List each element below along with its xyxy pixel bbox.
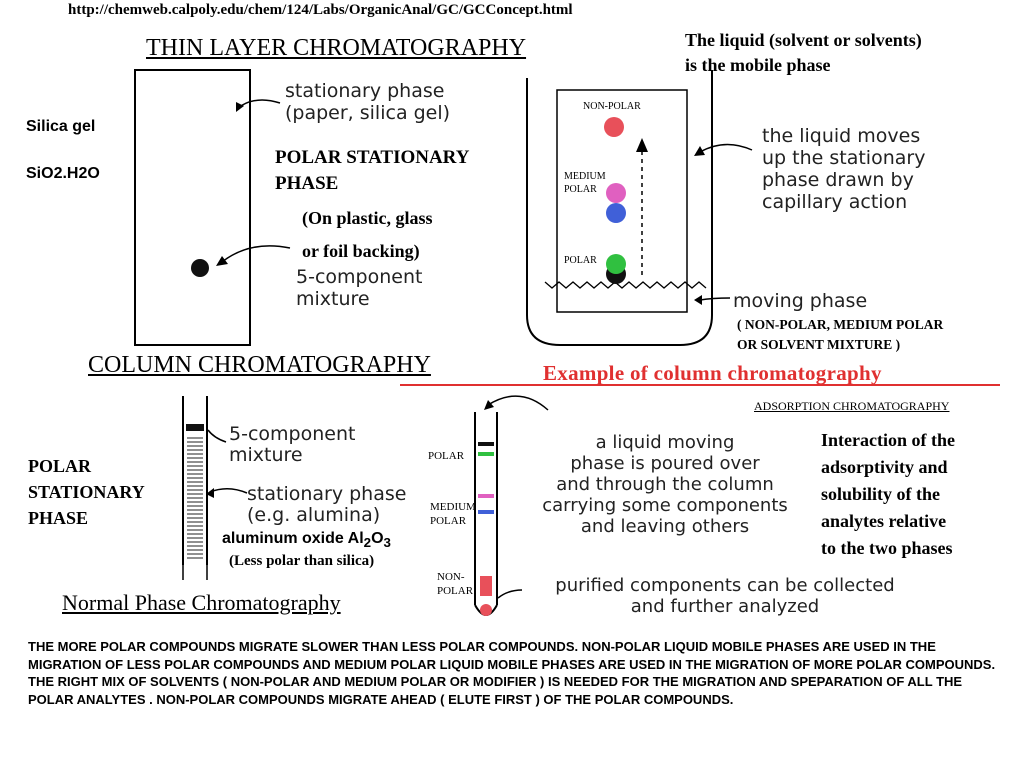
alumina-sub-2: 2 — [363, 535, 372, 551]
liquid-poured-label: a liquid moving phase is poured over and… — [542, 432, 788, 537]
band-nonpolar-red — [480, 576, 492, 596]
normal-phase-title: Normal Phase Chromatography — [62, 590, 341, 615]
silica-gel-label: Silica gel — [26, 118, 96, 135]
alumina-text: aluminum oxide Al — [222, 530, 364, 547]
column-outlet — [182, 565, 208, 580]
alumina-label: aluminum oxide Al2O3 — [222, 530, 391, 550]
arrow-head — [206, 488, 214, 498]
arrow-head — [236, 102, 244, 112]
band-polar-dark — [478, 442, 494, 446]
silica-formula: SiO2.H2O — [26, 165, 100, 182]
column-polar-stationary-label: POLAR STATIONARY PHASE — [28, 456, 145, 528]
arrow-collected — [497, 589, 523, 599]
summary-paragraph: THE MORE POLAR COMPOUNDS MIGRATE SLOWER … — [28, 639, 996, 707]
eluted-drop — [480, 604, 492, 616]
arrow-column-mixture — [207, 429, 227, 443]
tlc-sample-spot — [191, 259, 209, 277]
column-stationary-phase-label: stationary phase (e.g. alumina) — [247, 483, 407, 526]
solvent-front-line — [544, 281, 707, 289]
band-label-polar: POLAR — [428, 450, 465, 462]
tlc-backing-label: (On plastic, glass or foil backing) — [302, 208, 433, 261]
spot-medium-polar-2 — [606, 203, 626, 223]
arrow-pour — [487, 395, 549, 411]
spot-label-polar: POLAR — [564, 255, 597, 266]
arrow-stationary-phase — [237, 99, 281, 109]
spot-label-medium-polar: MEDIUM POLAR — [564, 171, 606, 195]
example-title: Example of column chromatography — [543, 361, 882, 385]
arrow-head — [636, 138, 648, 152]
alumina-sub-3: 3 — [383, 535, 391, 551]
column-packing — [187, 437, 203, 559]
spot-label-nonpolar: NON-POLAR — [583, 101, 641, 112]
tlc-mixture-label: 5-component mixture — [296, 266, 423, 310]
tlc-inner-plate — [556, 89, 688, 313]
liquid-moves-label: the liquid moves up the stationary phase… — [762, 125, 926, 213]
tlc-title: THIN LAYER CHROMATOGRAPHY — [146, 35, 527, 61]
adsorption-label: ADSORPTION CHROMATOGRAPHY — [754, 399, 950, 413]
column-mixture-label: 5-component mixture — [229, 423, 356, 466]
source-url[interactable]: http://chemweb.calpoly.edu/chem/124/Labs… — [68, 2, 573, 18]
arrow-head — [694, 295, 702, 305]
tlc-chamber — [526, 70, 713, 346]
column-sample-band — [186, 424, 204, 431]
moving-phase-note: ( NON-POLAR, MEDIUM POLAR OR SOLVENT MIX… — [737, 317, 944, 352]
less-polar-label: (Less polar than silica) — [229, 553, 375, 569]
arrow-column-stationary — [209, 488, 248, 494]
alumina-text-o: O — [371, 530, 384, 547]
spot-medium-polar-1 — [606, 183, 626, 203]
spot-polar — [606, 254, 626, 274]
arrow-liquid-moves — [699, 143, 753, 153]
arrow-mixture — [221, 245, 291, 263]
moving-phase-label: moving phase — [733, 290, 868, 312]
interaction-note: Interaction of the adsorptivity and solu… — [821, 430, 955, 558]
tlc-stationary-phase-label: stationary phase (paper, silica gel) — [285, 80, 451, 124]
tlc-plate — [134, 69, 251, 346]
band-polar-green — [478, 452, 494, 456]
arrow-head — [484, 400, 494, 410]
band-medium-blue — [478, 510, 494, 514]
purified-label: purified components can be collected and… — [555, 575, 895, 617]
arrow-head — [694, 146, 705, 156]
tlc-polar-stationary-label: POLAR STATIONARY PHASE — [275, 147, 470, 194]
band-label-medium-polar: MEDIUM POLAR — [430, 501, 476, 527]
band-medium-pink — [478, 494, 494, 498]
column-title: COLUMN CHROMATOGRAPHY — [88, 352, 431, 378]
band-label-nonpolar: NON- POLAR — [437, 571, 474, 597]
arrow-head — [216, 256, 228, 266]
arrow-moving-phase — [699, 297, 731, 301]
spot-nonpolar — [604, 117, 624, 137]
mobile-phase-note: The liquid (solvent or solvents) is the … — [685, 30, 922, 75]
